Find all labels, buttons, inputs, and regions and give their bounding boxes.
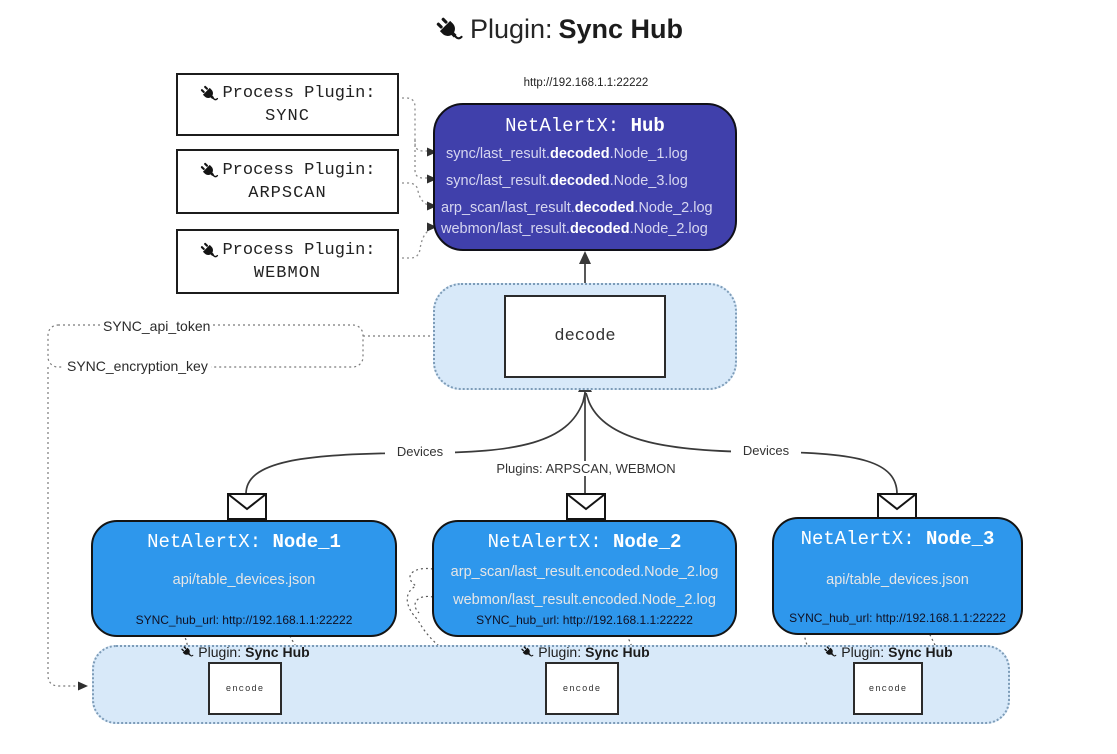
encode-box: encode [208,662,282,715]
hub-box: NetAlertX: Hub sync/last_result.decoded.… [433,103,737,251]
envelope-icon [227,493,267,520]
page-title-name: Sync Hub [558,14,684,44]
encode-box: encode [853,662,923,715]
plug-icon [823,645,838,659]
node-1-box: NetAlertX: Node_1 api/table_devices.json… [91,520,397,637]
plug-icon [180,645,195,659]
envelope-icon [877,493,917,520]
node-hub-url: SYNC_hub_url: http://192.168.1.1:22222 [135,613,353,627]
node-file: api/table_devices.json [172,572,316,588]
node-title: NetAlertX: Node_2 [487,531,682,553]
process-plugin-name: WEBMON [253,263,322,283]
encoder-plugin-label: Plugin: Sync Hub [803,644,973,660]
sync-api-token-label: SYNC_api_token [100,318,214,334]
node-hub-url: SYNC_hub_url: http://192.168.1.1:22222 [789,611,1006,625]
plugins-label-center: Plugins: ARPSCAN, WEBMON [496,461,676,476]
process-plugin-sync: Process Plugin: SYNC [176,73,399,136]
page-title-prefix: Plugin: [469,14,553,44]
node-title: NetAlertX: Node_1 [147,531,341,553]
hub-log-line: webmon/last_result.decoded.Node_2.log [441,221,708,237]
devices-label-left: Devices [385,444,455,459]
plug-icon [199,83,220,104]
hub-title: NetAlertX: Hub [435,115,735,137]
process-plugin-name: SYNC [265,106,310,126]
node-hub-url: SYNC_hub_url: http://192.168.1.1:22222 [476,613,693,627]
plug-icon [520,645,535,659]
plug-icon [199,240,220,261]
page-title: Plugin: Sync Hub [0,14,1117,45]
process-plugin-label: Process Plugin: [222,161,376,180]
plugin-to-hub-links [397,97,432,259]
node-file: webmon/last_result.encoded.Node_2.log [453,592,716,608]
envelope-icon [566,493,606,520]
process-plugin-name: ARPSCAN [248,183,327,203]
encoder-plugin-label: Plugin: Sync Hub [160,644,330,660]
encode-box: encode [545,662,619,715]
process-plugin-label: Process Plugin: [222,241,376,260]
decode-box: decode [504,295,666,378]
devices-label-right: Devices [731,443,801,458]
hub-log-line: sync/last_result.decoded.Node_3.log [446,173,688,189]
hub-title-name: Hub [630,115,665,137]
plug-icon [433,14,464,45]
encoder-plugin-label: Plugin: Sync Hub [500,644,670,660]
sync-encryption-key-label: SYNC_encryption_key [64,358,211,374]
node-3-box: NetAlertX: Node_3 api/table_devices.json… [772,517,1023,635]
hub-log-line: sync/last_result.decoded.Node_1.log [446,146,688,162]
node-2-box: NetAlertX: Node_2 arp_scan/last_result.e… [432,520,737,637]
hub-log-line: arp_scan/last_result.decoded.Node_2.log [441,200,713,216]
process-plugin-webmon: Process Plugin: WEBMON [176,229,399,294]
hub-url-label: http://192.168.1.1:22222 [523,77,649,89]
node-file: arp_scan/last_result.encoded.Node_2.log [450,564,719,580]
node-file: api/table_devices.json [826,572,969,588]
plug-icon [199,160,220,181]
process-plugin-label: Process Plugin: [222,84,376,103]
hub-title-prefix: NetAlertX: [505,115,631,137]
process-plugin-arpscan: Process Plugin: ARPSCAN [176,149,399,214]
node-title: NetAlertX: Node_3 [800,528,995,550]
